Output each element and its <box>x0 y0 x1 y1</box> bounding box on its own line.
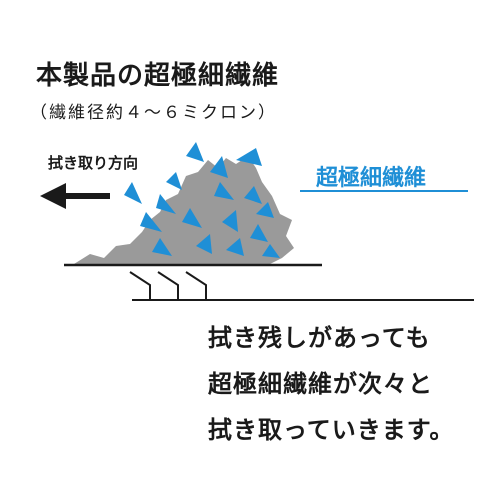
fiber-spike-icon <box>256 202 274 218</box>
left-arrow-icon <box>40 183 110 209</box>
fiber-spike-icon <box>250 224 268 242</box>
fiber-spike-icon <box>244 186 262 204</box>
fiber-spike-icon <box>222 210 238 232</box>
fiber-spike-icon <box>152 238 172 256</box>
body-text-line-2: 超極細繊維が次々と <box>208 370 433 398</box>
page-subtitle: （繊維径約４～６ミクロン） <box>30 103 277 123</box>
fiber-spike-icon <box>196 234 212 254</box>
fiber-spike-icon <box>210 156 228 178</box>
fiber-label: 超極細繊維 <box>316 166 427 191</box>
body-text-line-1: 拭き残しがあっても <box>208 324 431 352</box>
fiber-spike-icon <box>166 172 182 190</box>
fiber-spike-icon <box>156 194 176 214</box>
fiber-spike-icon <box>214 182 234 200</box>
fiber-spike-icon <box>182 208 202 228</box>
fiber-spike-icon <box>124 182 142 204</box>
wipe-direction-label: 拭き取り方向 <box>48 154 139 172</box>
fiber-spike-icon <box>236 148 262 166</box>
fiber-spikes <box>124 142 280 258</box>
page-title: 本製品の超極細繊維 <box>36 61 280 91</box>
fiber-spike-icon <box>186 142 204 162</box>
fiber-label-underline <box>300 190 468 192</box>
fiber-spike-icon <box>262 244 280 258</box>
dirt-mass-icon <box>74 156 294 264</box>
body-text-line-3: 拭き取っていきます。 <box>208 416 455 444</box>
fiber-spike-icon <box>140 212 162 232</box>
fiber-spike-icon <box>226 238 244 256</box>
cloth-bracket <box>129 271 474 301</box>
